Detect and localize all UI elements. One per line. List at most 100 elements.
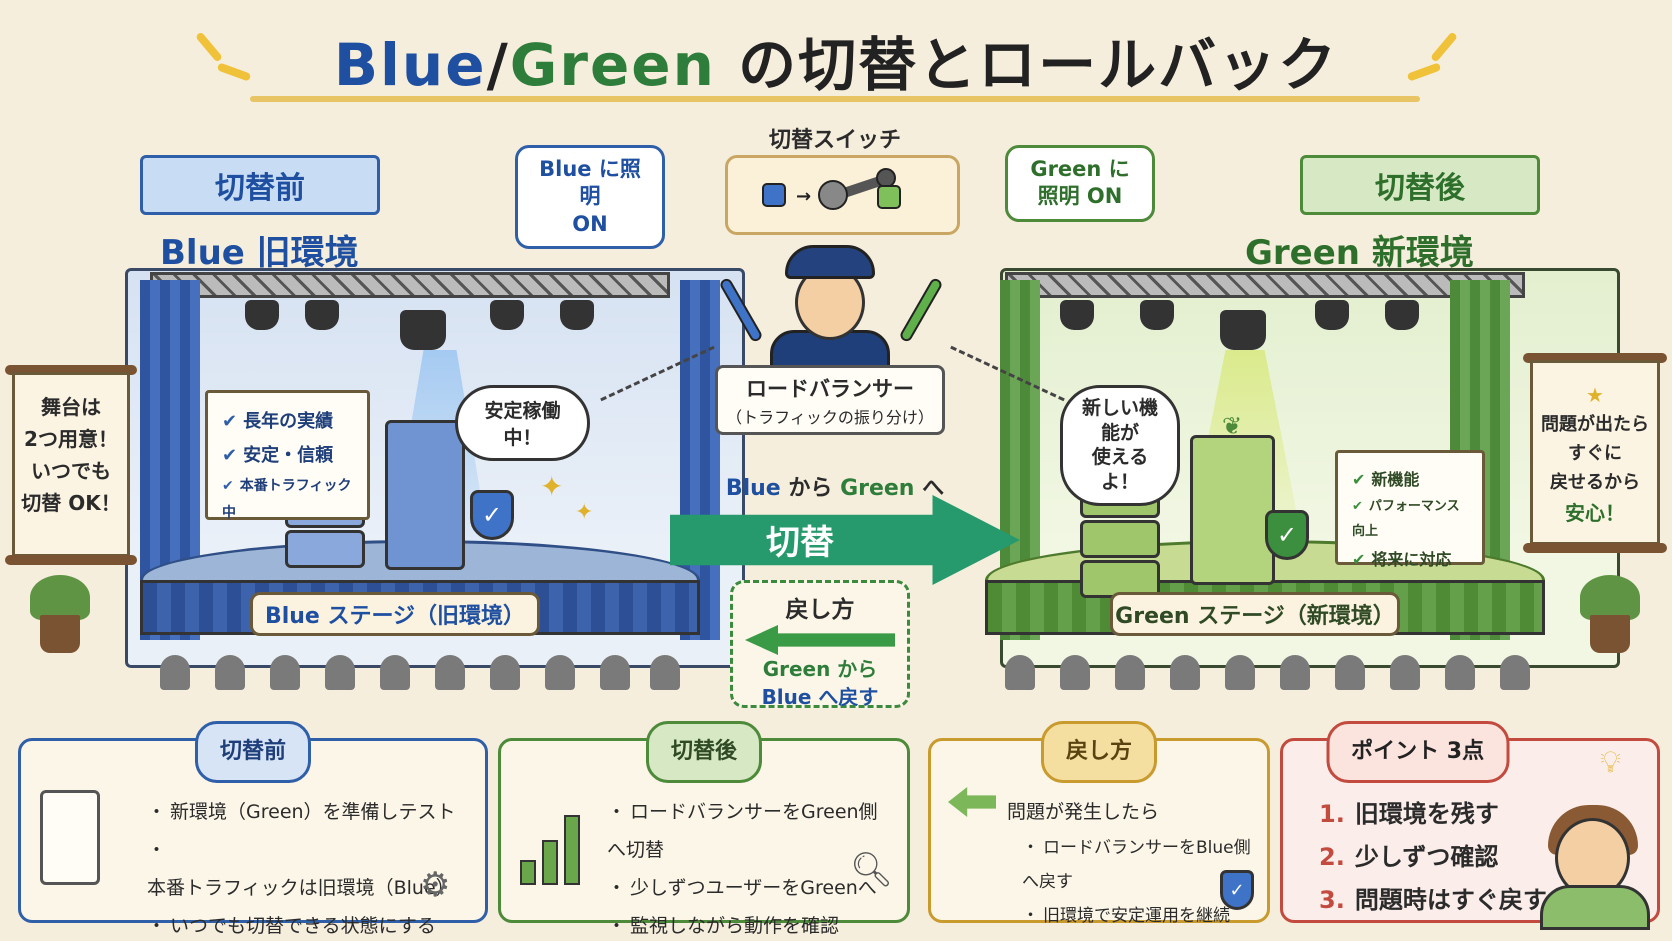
- audience-icon: [1335, 655, 1365, 690]
- load-balancer-plate: ロードバランサー （トラフィックの振り分け）: [715, 365, 945, 435]
- audience-icon: [545, 655, 575, 690]
- title-slash: /: [486, 31, 510, 99]
- spotlight-icon: [560, 300, 594, 330]
- spotlight-icon: [245, 300, 279, 330]
- list-item: 新環境（Green）を準備しテスト: [37, 793, 469, 831]
- panel-rollback: 戻し方 問題が発生したら ロードバランサーをBlue側へ戻す 旧環境で安定運用を…: [928, 721, 1270, 926]
- list-item: いつでも切替できる状態にする: [37, 907, 469, 941]
- blue-light-line2: ON: [572, 211, 608, 236]
- blue-stage-truss: [150, 272, 670, 298]
- bar-chart-icon: [520, 860, 536, 885]
- spotlight-icon: [400, 310, 446, 350]
- audience-icon: [650, 655, 680, 690]
- audience-icon: [160, 655, 190, 690]
- spotlight-icon: [1315, 300, 1349, 330]
- audience-icon: [435, 655, 465, 690]
- title-rest: の切替とロールバック: [738, 31, 1339, 99]
- left-scroll-line: 舞台は: [41, 395, 101, 419]
- spotlight-icon: [1385, 300, 1419, 330]
- list-item: ロードバランサーをBlue側へ戻す: [947, 831, 1251, 899]
- sparkle-icon: ✦: [575, 500, 594, 525]
- blue-light-line1: Blue に照明: [539, 157, 641, 209]
- star-icon: ★: [1586, 383, 1604, 407]
- blue-board-item: ✔安定・信頼: [222, 445, 334, 467]
- left-scroll: 舞台は 2つ用意！ いつでも 切替 OK！: [12, 372, 130, 557]
- panel-rollback-tag: 戻し方: [1040, 721, 1158, 783]
- audience-icon: [270, 655, 300, 690]
- blue-board-item: ✔長年の実績: [222, 411, 334, 432]
- audience-icon: [600, 655, 630, 690]
- green-light-line1: Green に: [1030, 157, 1130, 181]
- audience-icon: [1500, 655, 1530, 690]
- blue-server-unit-icon: [285, 530, 365, 568]
- blue-environment-title: Blue 旧環境: [160, 233, 359, 273]
- point-item: 2.少しずつ確認: [1319, 843, 1499, 872]
- green-speech-line1: 新しい機能が: [1081, 397, 1158, 444]
- scroll-rod: [5, 555, 137, 565]
- plant-pot-icon: [40, 615, 80, 653]
- audience-icon: [1060, 655, 1090, 690]
- scroll-rod: [1523, 543, 1667, 553]
- panel-after: 切替後 ロードバランサーをGreen側へ切替 少しずつユーザーをGreenへ 監…: [498, 721, 910, 937]
- bar-chart-icon: [564, 815, 580, 885]
- audience-icon: [1225, 655, 1255, 690]
- shield-check-icon: ✓: [470, 490, 514, 540]
- spotlight-icon: [1220, 310, 1266, 350]
- bar-chart-icon: [542, 840, 558, 885]
- spotlight-icon: [1060, 300, 1094, 330]
- load-balancer-title: ロードバランサー: [746, 377, 914, 401]
- spotlight-icon: [490, 300, 524, 330]
- green-baton-icon: [898, 276, 944, 344]
- blue-speech-bubble: 安定稼働中！: [455, 385, 590, 461]
- list-item: 監視しながら動作を確認: [517, 907, 891, 941]
- green-server-unit-icon: [1080, 520, 1160, 558]
- left-scroll-line: 切替 OK！: [21, 491, 121, 515]
- spotlight-icon: [1140, 300, 1174, 330]
- right-scroll-line: 戻せるから: [1550, 471, 1640, 493]
- lightbulb-icon: 💡︎: [1600, 745, 1621, 780]
- rollback-line1: Green から: [762, 657, 878, 681]
- load-balancer-subtitle: （トラフィックの振り分け）: [726, 408, 934, 428]
- conductor-cap-icon: [785, 245, 875, 279]
- ribbon-before: 切替前: [140, 155, 380, 215]
- presenter-body: [1540, 885, 1650, 930]
- green-environment-title: Green 新環境: [1245, 233, 1474, 273]
- point-item: 3.問題時はすぐ戻す: [1319, 886, 1547, 915]
- switch-caption: Blue から Green へ: [725, 476, 945, 501]
- green-board-item: ✔新機能: [1352, 470, 1420, 489]
- switch-arrow-label: 切替: [766, 523, 834, 563]
- switch-box: →: [725, 155, 960, 235]
- shield-check-icon: ✓: [1265, 510, 1309, 560]
- green-stage-plate: Green ステージ（新環境）: [1110, 592, 1400, 636]
- list-item: 本番トラフィックは旧環境（Blue）: [37, 831, 469, 907]
- right-scroll-line: 安心！: [1565, 501, 1625, 526]
- audience-icon: [215, 655, 245, 690]
- rollback-line2: Blue へ戻す: [761, 685, 879, 709]
- green-feature-board: ✔新機能 ✔パフォーマンス向上 ✔将来に対応: [1335, 450, 1485, 569]
- green-server-icon: [1190, 435, 1275, 585]
- sprout-icon: ❦: [1222, 412, 1243, 440]
- list-item: 少しずつユーザーをGreenへ: [517, 869, 891, 907]
- shield-check-icon: ✓: [1220, 870, 1254, 910]
- green-light-bubble: Green に 照明 ON: [1005, 145, 1155, 222]
- audience-icon: [1170, 655, 1200, 690]
- right-scroll-line: 問題が出たら: [1541, 414, 1649, 435]
- gear-icon: ⚙: [420, 865, 451, 905]
- blue-board-item: ✔本番トラフィック中: [222, 478, 352, 521]
- ribbon-after: 切替後: [1300, 155, 1540, 215]
- page-title: Blue/Green の切替とロールバック: [0, 18, 1672, 102]
- panel-before-tag: 切替前: [194, 721, 312, 783]
- spotlight-icon: [305, 300, 339, 330]
- list-item: 旧環境で安定運用を継続: [947, 899, 1251, 933]
- checklist-clipboard-icon: [40, 790, 100, 885]
- magnifier-icon: 🔍︎: [850, 850, 894, 890]
- panel-points-tag: ポイント 3点: [1326, 721, 1510, 783]
- right-scroll-line: すぐに: [1568, 442, 1622, 464]
- panel-rollback-lead: 問題が発生したら: [1007, 801, 1160, 823]
- point-item: 1.旧環境を残す: [1319, 800, 1499, 828]
- audience-icon: [490, 655, 520, 690]
- green-speech-bubble: 新しい機能が 使えるよ！: [1060, 385, 1180, 506]
- rollback-title: 戻し方: [785, 597, 855, 623]
- title-blue: Blue: [333, 31, 487, 99]
- plant-leaves-icon: [1580, 575, 1640, 620]
